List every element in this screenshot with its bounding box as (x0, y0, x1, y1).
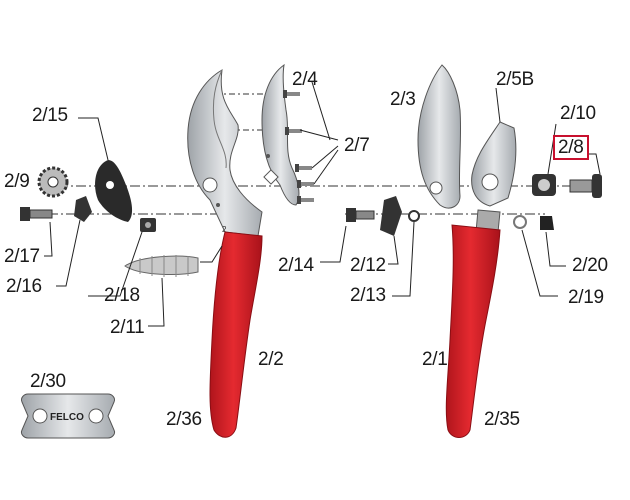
label-2-30: 2/30 (30, 371, 66, 392)
label-2-36: 2/36 (166, 409, 202, 430)
label-2-12: 2/12 (350, 255, 386, 276)
label-2-8-highlighted: 2/8 (553, 135, 589, 160)
part-2-15-plate (95, 160, 133, 222)
label-2-10: 2/10 (560, 103, 596, 124)
label-2-5b: 2/5B (496, 69, 534, 90)
label-2-4: 2/4 (292, 69, 318, 90)
part-2-19-washer (513, 215, 527, 229)
part-2-30-wrench: FELCO (21, 393, 115, 439)
label-2-13: 2/13 (350, 285, 386, 306)
label-2-35: 2/35 (484, 409, 520, 430)
label-2-3: 2/3 (390, 89, 416, 110)
label-2-19: 2/19 (568, 287, 604, 308)
label-2-17: 2/17 (4, 246, 40, 267)
blade-cover-plate (261, 63, 300, 206)
label-2-7: 2/7 (344, 135, 370, 156)
right-red-handle (445, 224, 501, 438)
part-2-17-bolt (20, 207, 53, 221)
part-2-5b-blade (471, 121, 517, 207)
label-2-14: 2/14 (278, 255, 314, 276)
right-blade-assembly (417, 64, 517, 438)
brand-text: FELCO (50, 412, 84, 423)
label-2-16: 2/16 (6, 276, 42, 297)
label-2-2: 2/2 (258, 349, 284, 370)
left-handle-assembly: 2 (187, 69, 263, 438)
part-2-14-bolt (346, 208, 356, 222)
part-2-3-blade (417, 64, 462, 209)
part-2-16 (74, 196, 92, 222)
label-2-1: 2/1 (422, 349, 448, 370)
label-2-20: 2/20 (572, 255, 608, 276)
label-2-11: 2/11 (110, 317, 145, 338)
left-red-handle (209, 231, 263, 438)
part-2-20 (540, 216, 554, 230)
part-2-12 (380, 196, 402, 236)
part-2-11-spring (124, 255, 199, 275)
label-2-18: 2/18 (104, 285, 140, 306)
part-2-13-washer (408, 210, 420, 222)
label-2-9: 2/9 (4, 171, 30, 192)
label-2-15: 2/15 (32, 105, 68, 126)
screws-2-7 (283, 90, 314, 204)
part-2-8 (569, 179, 593, 193)
leader-lines (44, 81, 601, 327)
handle-mark-text: 2 (222, 225, 227, 234)
